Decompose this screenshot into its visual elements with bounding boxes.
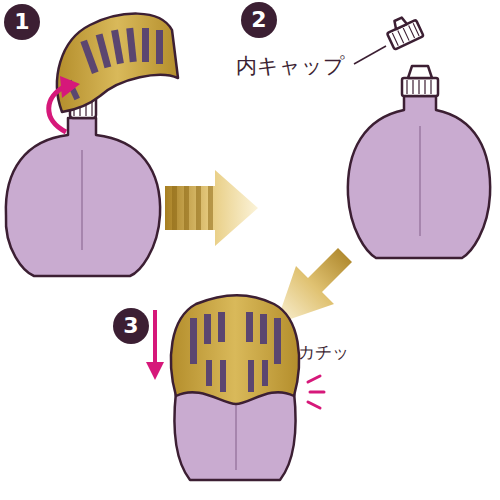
callout-number: 1: [4, 4, 40, 40]
sound-label: カチッ: [298, 344, 349, 361]
callout-number: 3: [113, 308, 149, 344]
part-name: 内キャップ: [236, 56, 345, 77]
callout-number: 2: [241, 2, 277, 38]
